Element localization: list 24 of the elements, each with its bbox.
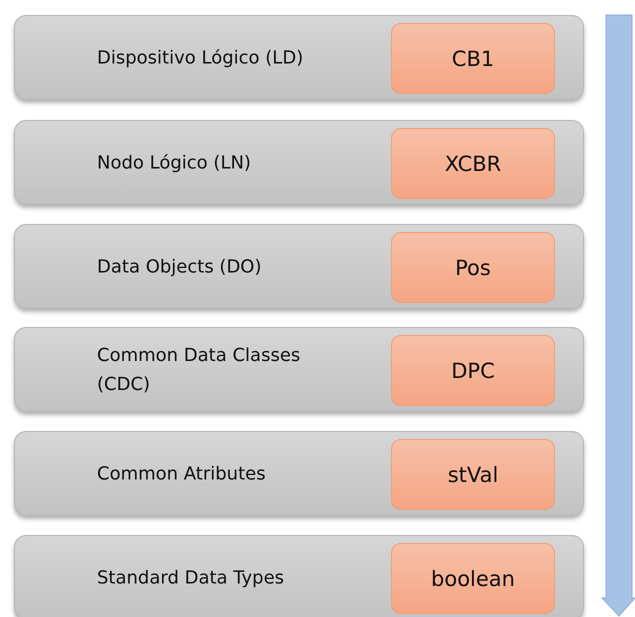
example-box bbox=[391, 128, 555, 199]
example-label: boolean bbox=[431, 566, 515, 590]
example-label: Pos bbox=[455, 256, 491, 280]
example-label: CB1 bbox=[452, 46, 494, 70]
example-label: XCBR bbox=[444, 152, 502, 176]
layer-label: Dispositivo Lógico (LD) bbox=[97, 46, 304, 70]
layer-label: Common Data Classes (CDC) bbox=[97, 344, 302, 396]
layer-band bbox=[14, 120, 584, 205]
example-label: DPC bbox=[451, 358, 495, 382]
layer-label: Data Objects (DO) bbox=[97, 255, 262, 279]
example-box bbox=[391, 543, 555, 614]
example-box bbox=[391, 23, 555, 94]
layer-label: Nodo Lógico (LN) bbox=[97, 151, 252, 175]
example-label: stVal bbox=[448, 462, 498, 486]
layer-label: Standard Data Types bbox=[97, 566, 286, 590]
layer-label: Common Atributes bbox=[97, 462, 267, 486]
layer-band bbox=[14, 15, 584, 100]
layer-band bbox=[14, 327, 584, 412]
layer-band bbox=[14, 535, 584, 617]
example-box bbox=[391, 439, 555, 510]
layer-band bbox=[14, 224, 584, 309]
layer-band bbox=[14, 431, 584, 516]
example-box bbox=[391, 335, 555, 406]
example-box bbox=[391, 232, 555, 303]
